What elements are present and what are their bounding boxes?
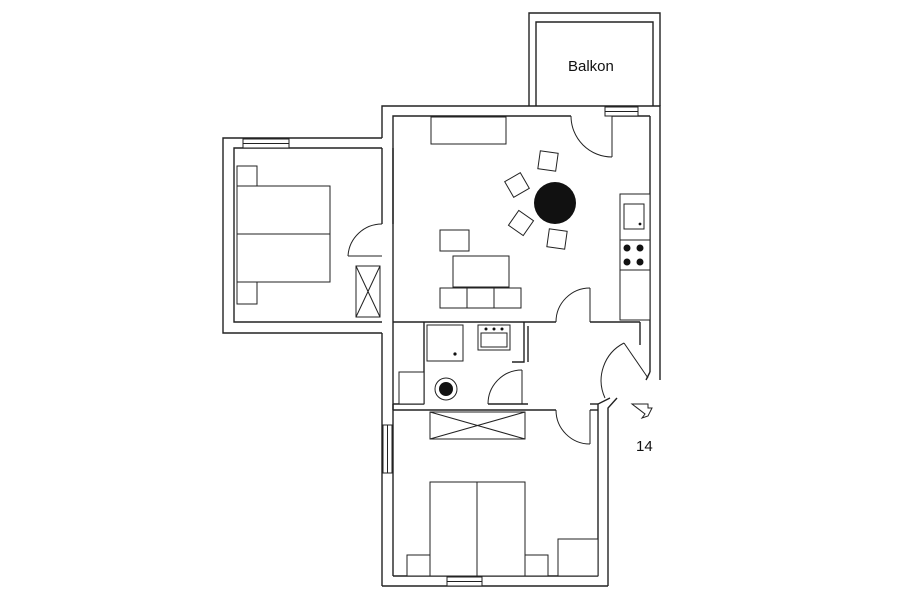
balcony-label: Balkon (568, 58, 614, 75)
dresser (557, 538, 599, 577)
unit-number: 14 (636, 438, 653, 455)
washing-machine-space (398, 371, 425, 405)
entrance-marker: 14 (630, 403, 653, 455)
bedroom-left-furniture (236, 165, 381, 318)
armchair (439, 229, 470, 252)
coffee-table (452, 255, 510, 288)
nightstand-1 (236, 165, 258, 187)
doors (347, 115, 649, 445)
balcony: Balkon (528, 12, 661, 106)
bathroom (398, 324, 511, 405)
door-balcony (570, 115, 613, 158)
nightstand-2 (236, 281, 258, 305)
bedroom-lower-furniture (406, 481, 599, 577)
door-bedroom (347, 223, 383, 257)
sideboard (430, 116, 507, 145)
door-entrance (600, 342, 625, 399)
chair-4 (546, 228, 568, 250)
living-room-furniture (430, 116, 576, 309)
door-living (555, 287, 591, 323)
nightstand-3 (406, 554, 431, 577)
chair-1 (537, 150, 559, 172)
chair-3 (507, 209, 535, 237)
kitchen-sink (623, 203, 645, 230)
windows (242, 106, 639, 587)
shower (426, 324, 464, 362)
sofa (439, 287, 522, 309)
door-bedroom-lower (555, 409, 591, 445)
nightstand-4 (524, 554, 549, 577)
arrow-up-left-icon (630, 403, 653, 419)
washbasin (480, 332, 508, 348)
chair-2 (504, 172, 530, 198)
round-table (534, 182, 576, 224)
hall-wardrobe (429, 411, 526, 440)
door-bathroom (487, 369, 523, 405)
kitchen (619, 193, 651, 321)
stove (619, 239, 651, 271)
